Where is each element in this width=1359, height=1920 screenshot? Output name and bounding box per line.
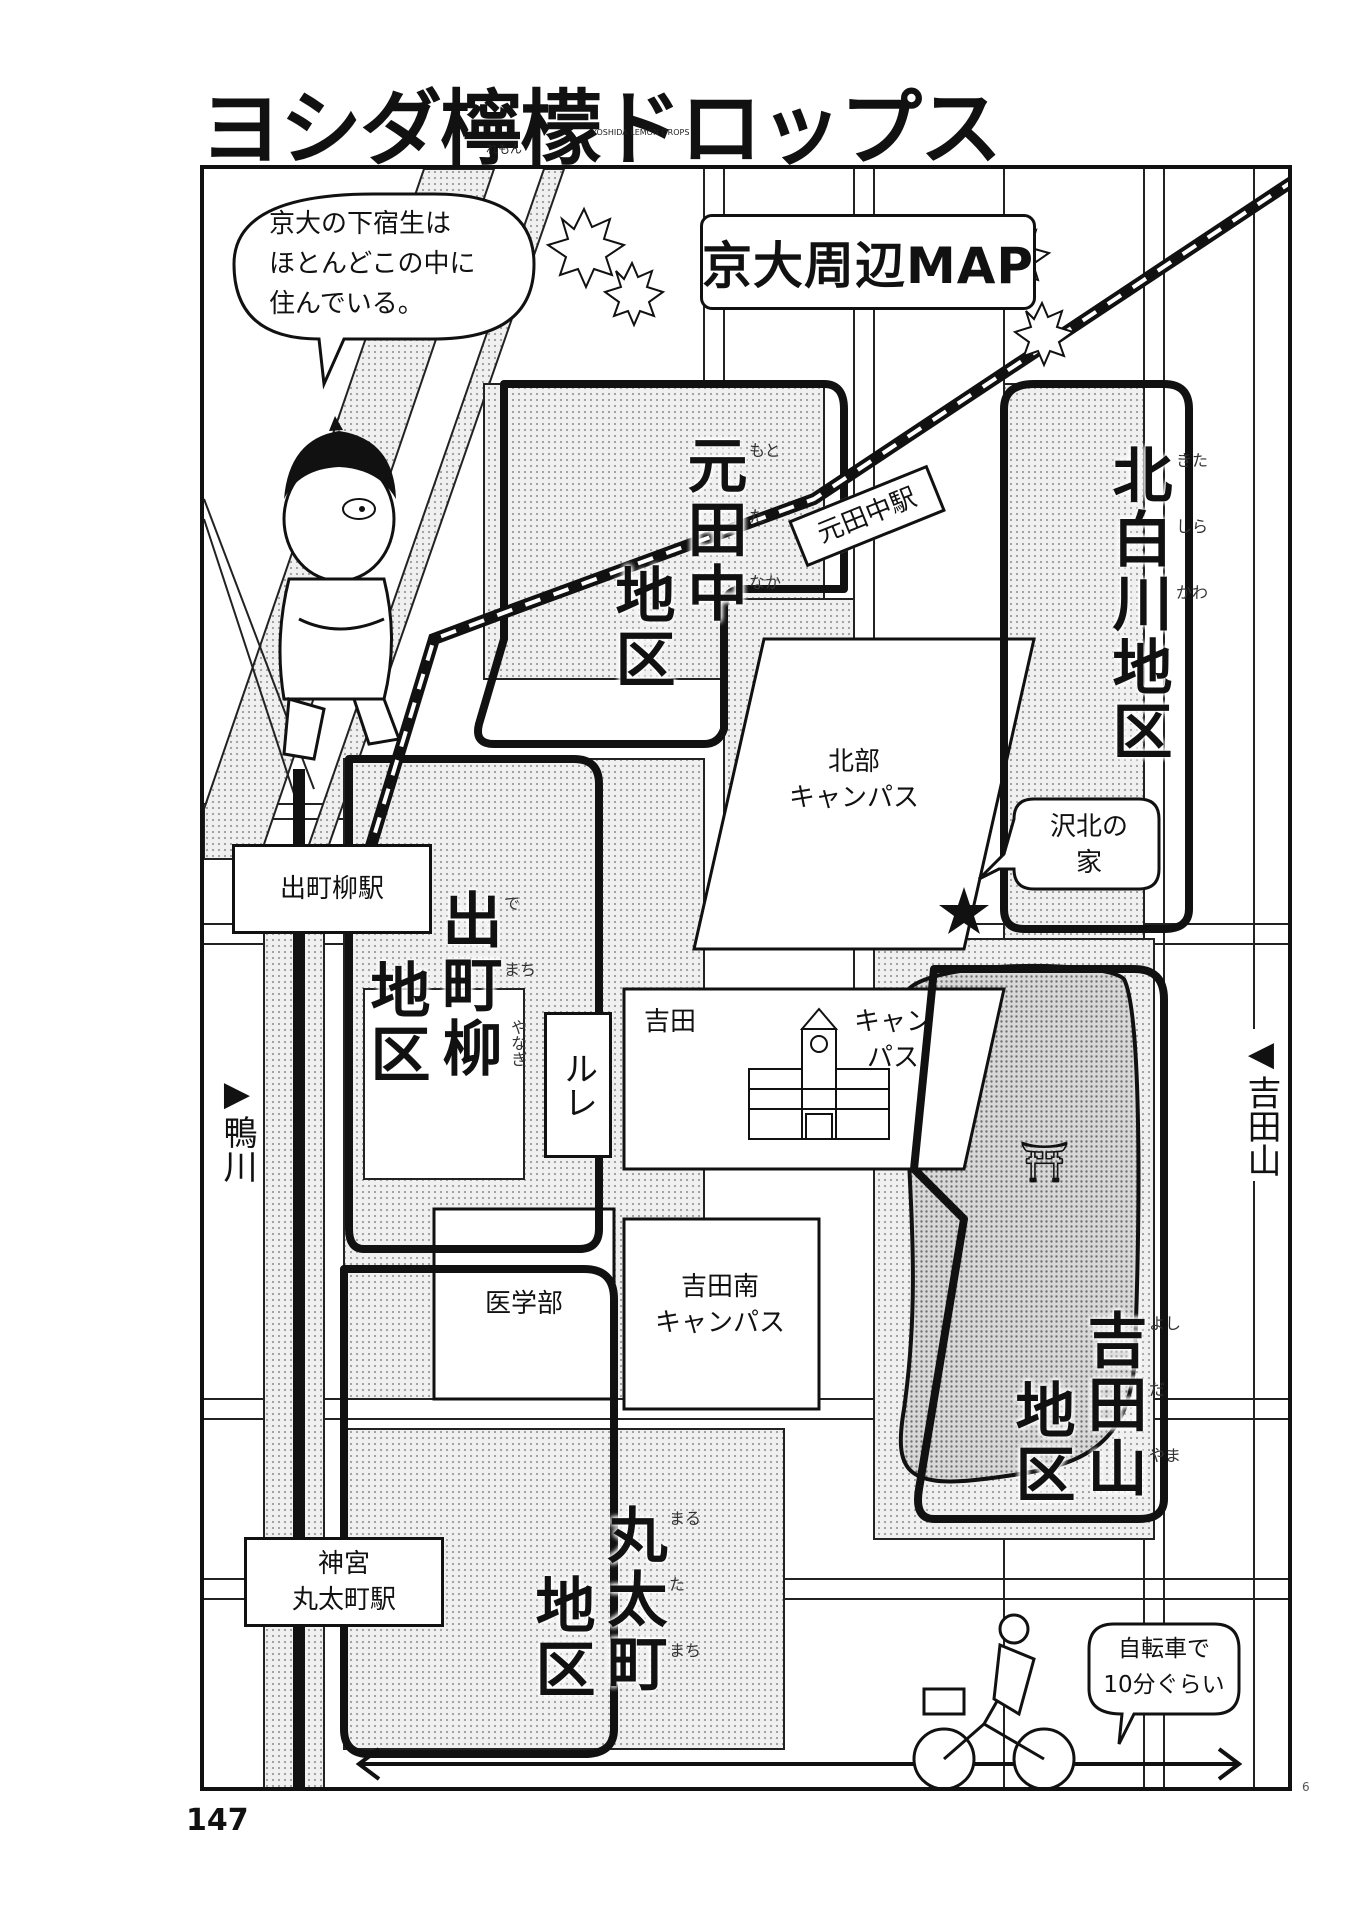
furigana-yoshi: よし (1149, 1314, 1182, 1333)
district-demachiyanagi-suffix: 地区 (360, 959, 430, 1087)
yoshida-south-campus-label: 吉田南 キャンパス (640, 1269, 800, 1341)
page-number: 147 (186, 1803, 249, 1838)
furigana-shira: しら (1176, 517, 1209, 536)
kamogawa-label: ▶ 鴨川 (214, 1069, 260, 1187)
district-demachiyanagi-name: 出町柳 (432, 889, 502, 1081)
map-title: 京大周辺MAP (700, 214, 1036, 310)
title-subtitle: YOSHIDA LEMON DROPS (592, 128, 690, 137)
rure-label: ルレ (557, 1051, 598, 1119)
yoshida-campus-left-label: 吉田 (644, 1007, 697, 1037)
furigana-de: で (504, 894, 521, 913)
jingu-line-1: 神宮 (317, 1549, 370, 1579)
furigana-da: だ (1149, 1380, 1166, 1399)
furigana-ta2: た (669, 1575, 686, 1594)
furigana-machi: まち (504, 960, 537, 979)
district-marutamachi-suffix: 地区 (525, 1574, 595, 1702)
series-title: ヨシダ檸檬ドロップス (200, 82, 1002, 177)
north-campus-label: 北部 キャンパス (784, 744, 924, 816)
bike-line-2: 10分ぐらい (1103, 1672, 1225, 1698)
yoshidayama-direction-label: ◀ 吉田山 (1238, 1029, 1284, 1181)
sawakita-house-label: 沢北の 家 (1034, 809, 1144, 881)
district-motatanaka-name: 元田中 (677, 434, 747, 626)
furigana-yanagi: やなぎ (508, 1019, 527, 1067)
yoshida-campus-right-line-2: パス (867, 1043, 920, 1073)
speech-line-1: 京大の下宿生は (269, 209, 452, 239)
jingu-marutamachi-station-label: 神宮 丸太町駅 (244, 1537, 444, 1627)
yoshida-campus-right-label: キャン パス (854, 1004, 932, 1076)
district-marutamachi-name: 丸太町 (597, 1504, 667, 1696)
north-campus-line-2: キャンパス (788, 783, 919, 813)
demachiyanagi-station-label: 出町柳駅 (232, 844, 432, 934)
title-ruby: れもん (486, 142, 523, 156)
district-motatanaka-suffix: 地区 (605, 564, 675, 692)
jingu-line-2: 丸太町駅 (291, 1585, 396, 1615)
kitashirakawa-name-text: 北白川 (1102, 444, 1172, 636)
kamogawa-text: 鴨川 (217, 1115, 257, 1183)
character-illustration (278, 416, 402, 761)
furigana-kawa: かわ (1176, 583, 1209, 602)
south-campus-line-1: 吉田南 (680, 1272, 759, 1302)
shrine-icon: ⛩ (1019, 1140, 1070, 1186)
bike-time-label: 自転車で 10分ぐらい (1096, 1631, 1232, 1703)
rure-box: ルレ (544, 1012, 612, 1158)
furigana-kita: きた (1176, 451, 1209, 470)
furigana-maru: まる (669, 1509, 702, 1528)
district-kitashirakawa-name: 北白川地区 (1102, 444, 1172, 844)
house-line-1: 沢北の (1049, 812, 1128, 842)
north-campus-line-1: 北部 (827, 747, 880, 777)
yoshida-campus-right-line-1: キャン (854, 1007, 933, 1037)
furigana-moto: もと (749, 441, 781, 460)
district-yoshidayama-name: 吉田山 (1077, 1309, 1147, 1501)
map-panel: 京大の下宿生は ほとんどこの中に 住んでいる。 京大周辺MAP 元田中駅 出町柳… (200, 165, 1292, 1791)
furigana-yama: やま (1149, 1446, 1182, 1465)
furigana-machi2: まち (669, 1641, 702, 1660)
house-line-2: 家 (1075, 848, 1102, 878)
kamogawa-arrow-icon: ▶ (223, 1074, 251, 1114)
speech-line-2: ほとんどこの中に (269, 249, 476, 279)
kitashirakawa-suffix-text: 地区 (1102, 636, 1172, 764)
small-page-mark: 6 (1302, 1780, 1310, 1794)
district-yoshidayama-suffix: 地区 (1005, 1379, 1075, 1507)
character-speech: 京大の下宿生は ほとんどこの中に 住んでいる。 (269, 204, 475, 324)
south-campus-line-2: キャンパス (654, 1308, 785, 1338)
bike-line-1: 自転車で (1118, 1636, 1210, 1662)
speech-line-3: 住んでいる。 (269, 289, 424, 319)
medical-faculty-label: 医学部 (484, 1289, 563, 1319)
yoshidayama-arrow-icon: ◀ (1247, 1034, 1275, 1074)
furigana-naka: なか (749, 573, 782, 592)
yoshidayama-text: 吉田山 (1241, 1075, 1281, 1177)
furigana-ta: た (749, 507, 766, 526)
